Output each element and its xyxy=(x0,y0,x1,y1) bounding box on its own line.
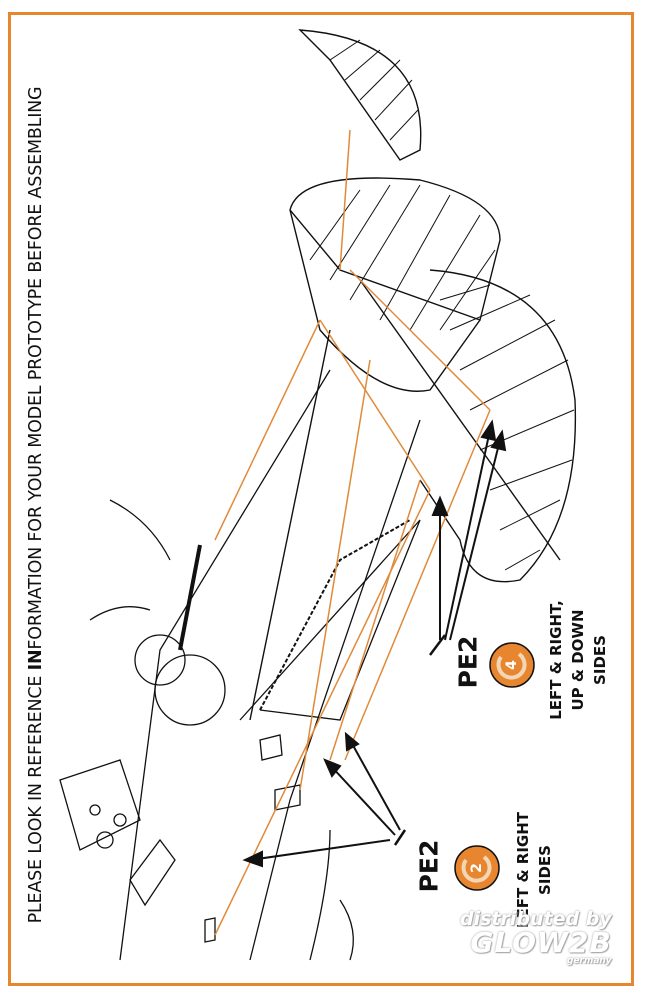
callout-1-part: PE2 xyxy=(414,839,444,893)
reference-headline: PLEASE LOOK IN REFERENCE INFORMATION FOR… xyxy=(26,86,46,924)
rigging-wires xyxy=(214,129,491,936)
hatching xyxy=(309,39,575,571)
callout-2-note: LEFT & RIGHT, UP & DOWN SIDES xyxy=(547,600,609,720)
distributor-watermark: distributed by GLOW2B germany xyxy=(460,908,612,966)
page-border xyxy=(8,12,634,986)
fuselage xyxy=(59,369,421,961)
pointer-arrows xyxy=(242,419,507,868)
step-2-number: 2 xyxy=(469,863,485,873)
step-4-number: 4 xyxy=(504,660,520,670)
step-2-icon xyxy=(454,845,500,891)
step-4-icon xyxy=(489,642,535,688)
pe-part-icons xyxy=(393,634,446,846)
callout-2-part: PE2 xyxy=(453,635,483,689)
tail-surfaces xyxy=(249,29,577,721)
